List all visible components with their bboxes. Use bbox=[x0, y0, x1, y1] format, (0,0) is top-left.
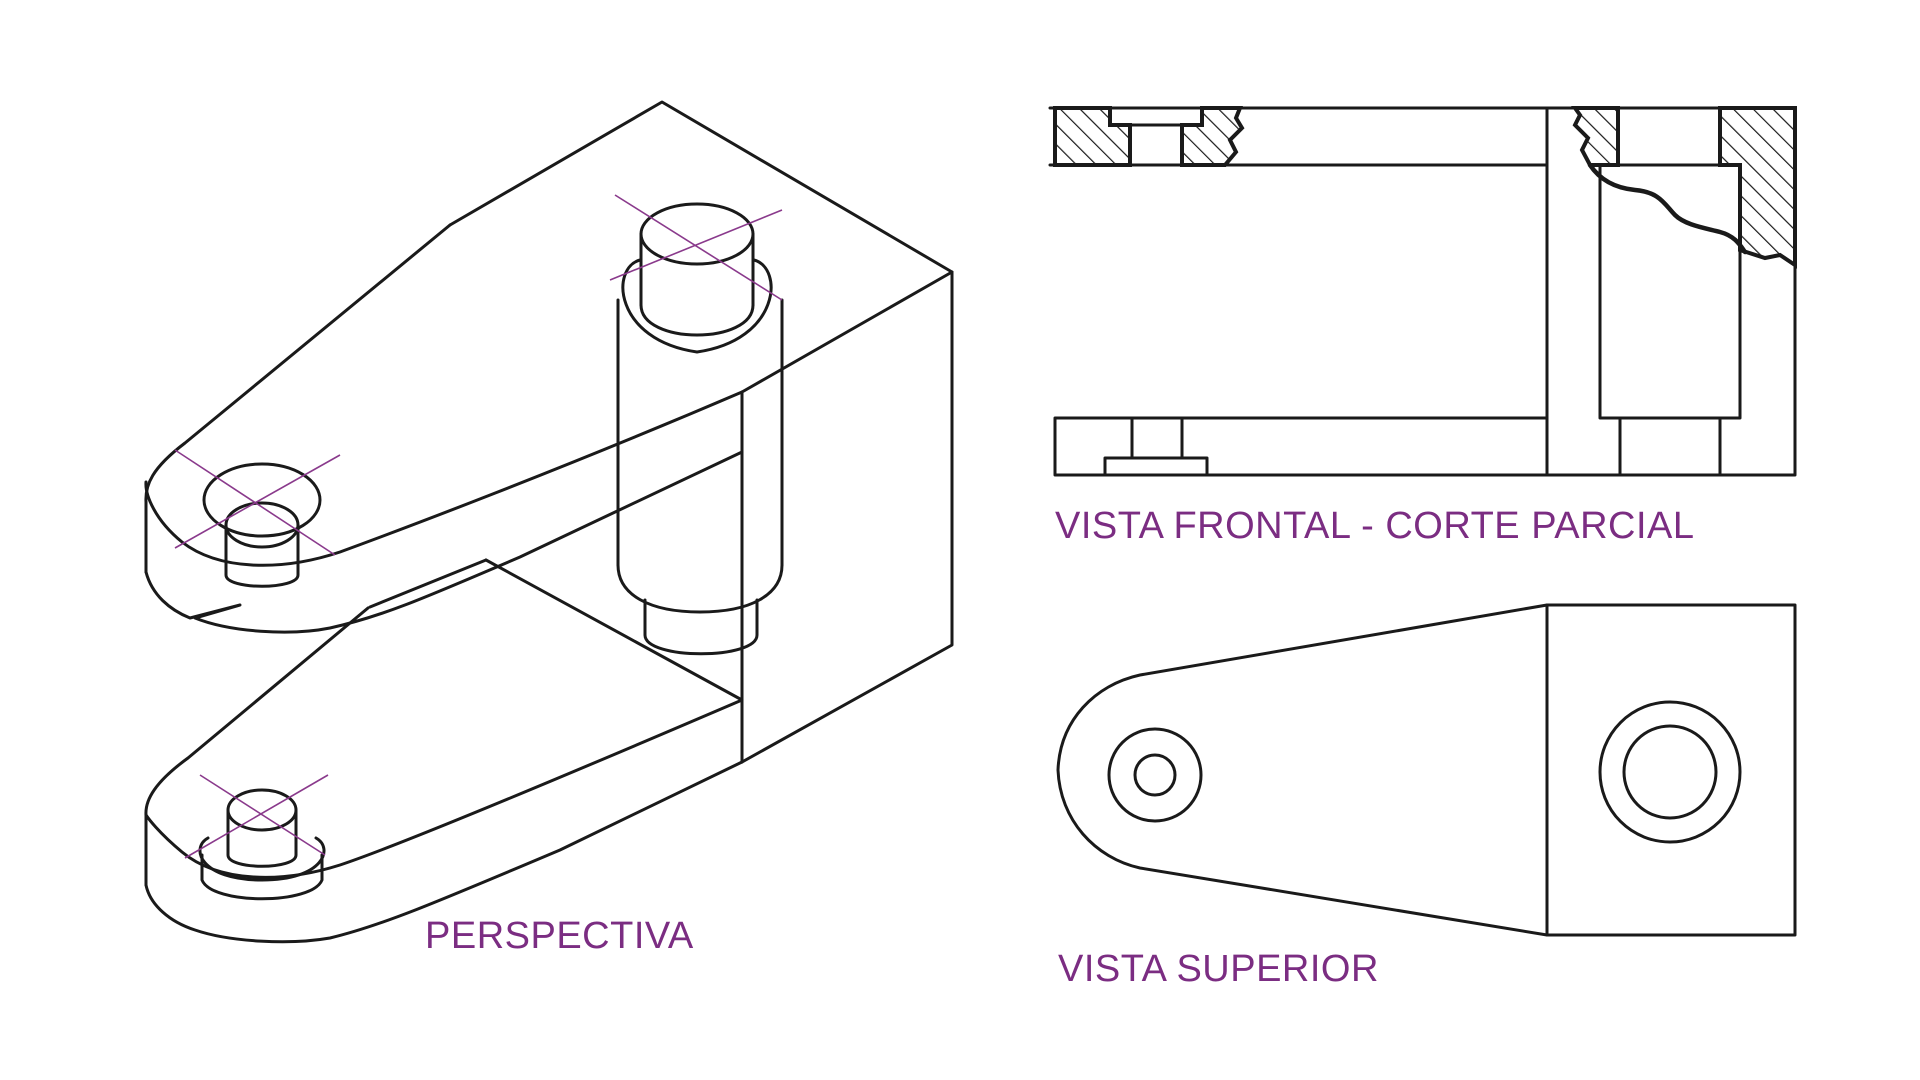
cyl-bottom-rim bbox=[616, 563, 784, 614]
perspective-centerlines bbox=[174, 194, 783, 859]
front-section-left-b bbox=[1180, 106, 1245, 167]
upper-arm-left-edge bbox=[144, 223, 452, 574]
cyl-pin-top bbox=[639, 202, 755, 266]
lower-boss-rim bbox=[198, 836, 326, 882]
cyl-pin-bottom bbox=[639, 303, 755, 337]
front-section-right-b bbox=[1718, 106, 1797, 269]
front-block bbox=[1545, 106, 1797, 477]
upper-arm-top bbox=[144, 390, 744, 567]
lower-boss-side bbox=[200, 853, 324, 901]
lower-arm-top bbox=[144, 698, 744, 879]
top-bore-outer bbox=[1598, 700, 1742, 844]
lower-pin-top bbox=[226, 788, 298, 832]
lower-arm-bottom bbox=[144, 760, 744, 944]
front-bore bbox=[1598, 163, 1742, 420]
upper-arm-inner-edge bbox=[484, 558, 744, 702]
upper-arm-bottom bbox=[144, 450, 744, 634]
front-section-right-a bbox=[1571, 106, 1620, 167]
block-right-face bbox=[740, 270, 954, 764]
lower-arm-left-edge bbox=[144, 606, 370, 887]
label-front-view: VISTA FRONTAL - CORTE PARCIAL bbox=[1055, 505, 1695, 547]
label-top-view: VISTA SUPERIOR bbox=[1058, 948, 1379, 990]
top-bore-inner bbox=[1622, 724, 1718, 820]
perspective-view bbox=[144, 100, 954, 944]
cyl-top-rim bbox=[621, 258, 773, 354]
cyl-lower-pin bbox=[643, 598, 759, 656]
front-break-line bbox=[1587, 162, 1748, 255]
top-hole-outer bbox=[1107, 727, 1203, 823]
top-hole-inner bbox=[1133, 753, 1177, 797]
front-section-left-a bbox=[1053, 106, 1132, 167]
lower-pin-body bbox=[226, 808, 298, 868]
label-perspective: PERSPECTIVA bbox=[425, 915, 694, 957]
block-top-face bbox=[448, 100, 954, 394]
cyl-pin-body bbox=[639, 232, 755, 307]
top-arm bbox=[1056, 603, 1549, 937]
upper-hole-rim bbox=[202, 462, 322, 538]
upper-hole-inner bbox=[224, 501, 300, 549]
upper-arm-underside bbox=[368, 558, 488, 609]
front-bottom-arm bbox=[1053, 416, 1549, 477]
upper-hole-wall bbox=[224, 523, 300, 588]
front-pin-lower bbox=[1618, 416, 1722, 477]
front-bottom-boss bbox=[1103, 456, 1209, 477]
top-block bbox=[1545, 603, 1797, 937]
front-bottom-pin bbox=[1130, 416, 1184, 460]
top-view bbox=[1056, 603, 1797, 937]
front-view bbox=[1048, 106, 1797, 477]
